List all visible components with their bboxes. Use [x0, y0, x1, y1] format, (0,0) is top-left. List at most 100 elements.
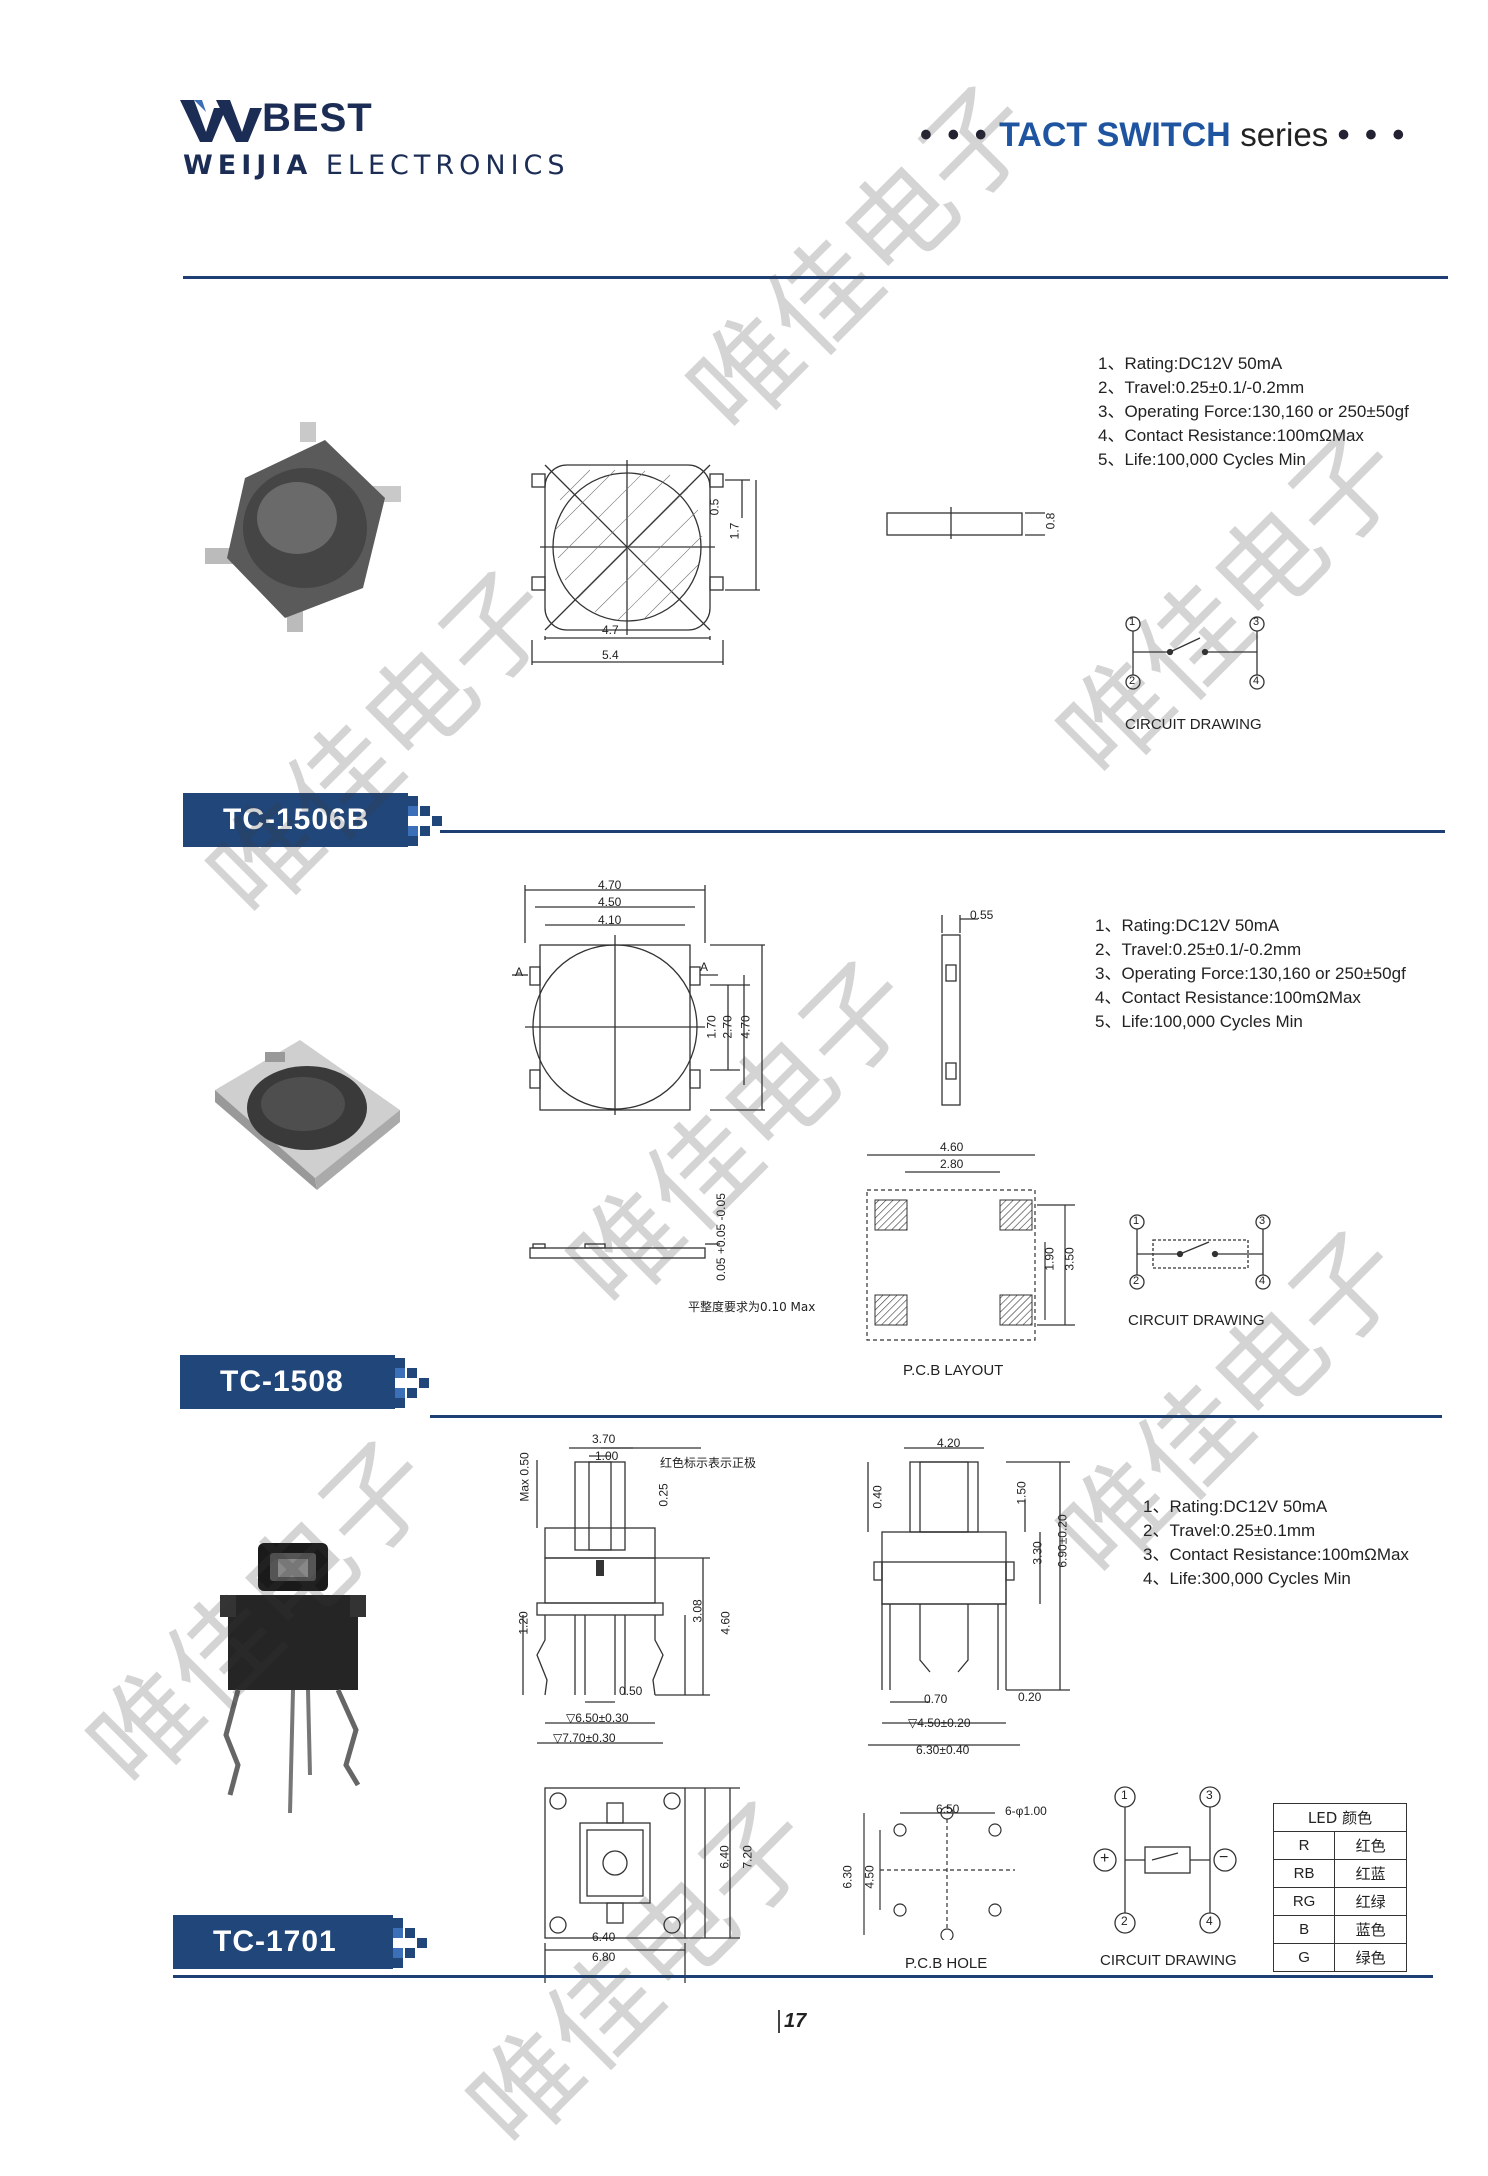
- dim-6-90: 6.90±0.20: [1055, 1514, 1070, 1568]
- tc1508-specs: 1、Rating:DC12V 50mA 2、Travel:0.25±0.1/-0…: [1095, 914, 1406, 1034]
- pin-1: 1: [1133, 1215, 1140, 1227]
- dim-thickness: 0.05 +0.05 -0.05: [713, 1193, 728, 1281]
- tc1701-top-drawing: [537, 1787, 740, 1983]
- dim-0-55: 0.55: [970, 908, 994, 922]
- tc1506b-specs: 1、Rating:DC12V 50mA 2、Travel:0.25±0.1/-0…: [1098, 352, 1409, 472]
- plus-sign: +: [1100, 1850, 1110, 1867]
- dim-4-50: ▽4.50±0.20: [908, 1716, 971, 1730]
- dim-a-left: A: [515, 965, 524, 979]
- dim-3-08: 3.08: [690, 1599, 705, 1623]
- pin-3: 3: [1259, 1215, 1266, 1227]
- dim-7-20: 7.20: [740, 1845, 755, 1869]
- dim-6-40-h: 6.40: [592, 1930, 616, 1944]
- tc1701-front-drawing: [522, 1447, 710, 1744]
- dim-0-70: 0.70: [924, 1692, 948, 1706]
- tc1701-photo: [220, 1543, 366, 1814]
- tc1508-circuit-drawing: [1129, 1214, 1271, 1290]
- dim-1-00: 1.00: [595, 1449, 619, 1463]
- pin-1: 1: [1121, 1788, 1128, 1802]
- dim-0-20: 0.20: [1018, 1690, 1042, 1704]
- series-title: • • • TACT SWITCH series • • •: [920, 116, 1408, 154]
- spec-force: 3、Operating Force:130,160 or 250±50gf: [1095, 964, 1406, 983]
- spec-rating: 1、Rating:DC12V 50mA: [1098, 354, 1283, 373]
- spec-travel: 2、Travel:0.25±0.1/-0.2mm: [1098, 378, 1305, 397]
- tc1508-model-banner: TC-1508: [180, 1355, 395, 1409]
- spec-life: 5、Life:100,000 Cycles Min: [1098, 450, 1306, 469]
- dim-6-80: 6.80: [592, 1950, 616, 1964]
- dim-4-50: 4.50: [598, 895, 622, 909]
- dim-6-40-v: 6.40: [717, 1845, 732, 1869]
- section-divider: [430, 1415, 1442, 1418]
- spec-rating: 1、Rating:DC12V 50mA: [1143, 1497, 1328, 1516]
- tc1508-top-drawing: [512, 885, 765, 1115]
- dim-holes: 6-φ1.00: [1005, 1804, 1047, 1818]
- chevron-decoration-icon: [395, 1358, 429, 1408]
- tc1701-model-banner: TC-1701: [173, 1915, 393, 1969]
- spec-force: 3、Operating Force:130,160 or 250±50gf: [1098, 402, 1409, 421]
- dim-7-70: ▽7.70±0.30: [553, 1731, 616, 1745]
- dim-1-20: 1.20: [516, 1611, 531, 1635]
- dim-1-7: 1.7: [727, 522, 742, 540]
- dim-0-8: 0.8: [1043, 512, 1058, 530]
- minus-sign: −: [1219, 1849, 1229, 1866]
- pin-4: 4: [1253, 675, 1260, 687]
- chevron-decoration-icon: [393, 1918, 427, 1968]
- tc1508-pcb-layout: [866, 1154, 1075, 1341]
- dim-4-70-v: 4.70: [738, 1015, 753, 1039]
- dim-6-50: 6.50: [936, 1802, 960, 1816]
- pin-2: 2: [1121, 1914, 1128, 1928]
- tc1701-side-drawing: [867, 1447, 1070, 1746]
- tc1508-thickness-drawing: [529, 1243, 720, 1259]
- dim-4-7: 4.7: [602, 623, 619, 637]
- pin-3: 3: [1206, 1788, 1213, 1802]
- dim-4-60: 4.60: [718, 1611, 733, 1635]
- spec-travel: 2、Travel:0.25±0.1/-0.2mm: [1095, 940, 1302, 959]
- spec-life: 5、Life:100,000 Cycles Min: [1095, 1012, 1303, 1031]
- dim-0-40: 0.40: [870, 1485, 885, 1509]
- tc1506b-circuit-drawing: [1125, 616, 1265, 690]
- dim-1-90: 1.90: [1042, 1247, 1057, 1271]
- dim-2-70: 2.70: [720, 1015, 735, 1039]
- section-divider: [440, 830, 1445, 833]
- spec-resistance: 3、Contact Resistance:100mΩMax: [1143, 1545, 1409, 1564]
- dim-max-0-50: Max 0.50: [517, 1452, 532, 1502]
- page-number: 17: [778, 2010, 806, 2033]
- led-table-header: LED 颜色: [1273, 1803, 1407, 1832]
- tc1508-circuit-caption: CIRCUIT DRAWING: [1128, 1312, 1265, 1329]
- dim-3-30: 3.30: [1030, 1541, 1045, 1565]
- pin-4: 4: [1259, 1275, 1266, 1287]
- tc1508-photo: [215, 1040, 400, 1190]
- tc1506b-model-banner: TC-1506B: [183, 793, 408, 847]
- pin-2: 2: [1133, 1275, 1140, 1287]
- dim-3-70: 3.70: [592, 1432, 616, 1446]
- pin-4: 4: [1206, 1914, 1213, 1928]
- dim-0-50: 0.50: [619, 1684, 643, 1698]
- spec-life: 4、Life:300,000 Cycles Min: [1143, 1569, 1351, 1588]
- tc1506b-photo: [205, 422, 401, 632]
- dim-4-20: 4.20: [937, 1436, 961, 1450]
- tc1701-pcb-hole: [863, 1806, 1015, 1940]
- dim-5-4: 5.4: [602, 648, 619, 662]
- tc1506b-side-drawing: [886, 507, 1045, 539]
- dim-0-5: 0.5: [707, 498, 722, 516]
- chevron-decoration-icon: [408, 796, 442, 846]
- dim-6-30: 6.30: [840, 1865, 855, 1889]
- dim-6-30: 6.30±0.40: [916, 1743, 970, 1757]
- pin-2: 2: [1129, 675, 1136, 687]
- tc1508-pcb-caption: P.C.B LAYOUT: [903, 1362, 1004, 1379]
- dim-2-80: 2.80: [940, 1157, 964, 1171]
- dim-4-60: 4.60: [940, 1140, 964, 1154]
- dim-0-25: 0.25: [656, 1483, 671, 1507]
- dim-4-10: 4.10: [598, 913, 622, 927]
- company-name: WEIJIA ELECTRONICS: [183, 150, 570, 181]
- flatness-note: 平整度要求为0.10 Max: [688, 1300, 816, 1314]
- tc1508-side-drawing: [941, 915, 978, 1106]
- footer-divider: [173, 1975, 1433, 1978]
- dim-1-70: 1.70: [704, 1015, 719, 1039]
